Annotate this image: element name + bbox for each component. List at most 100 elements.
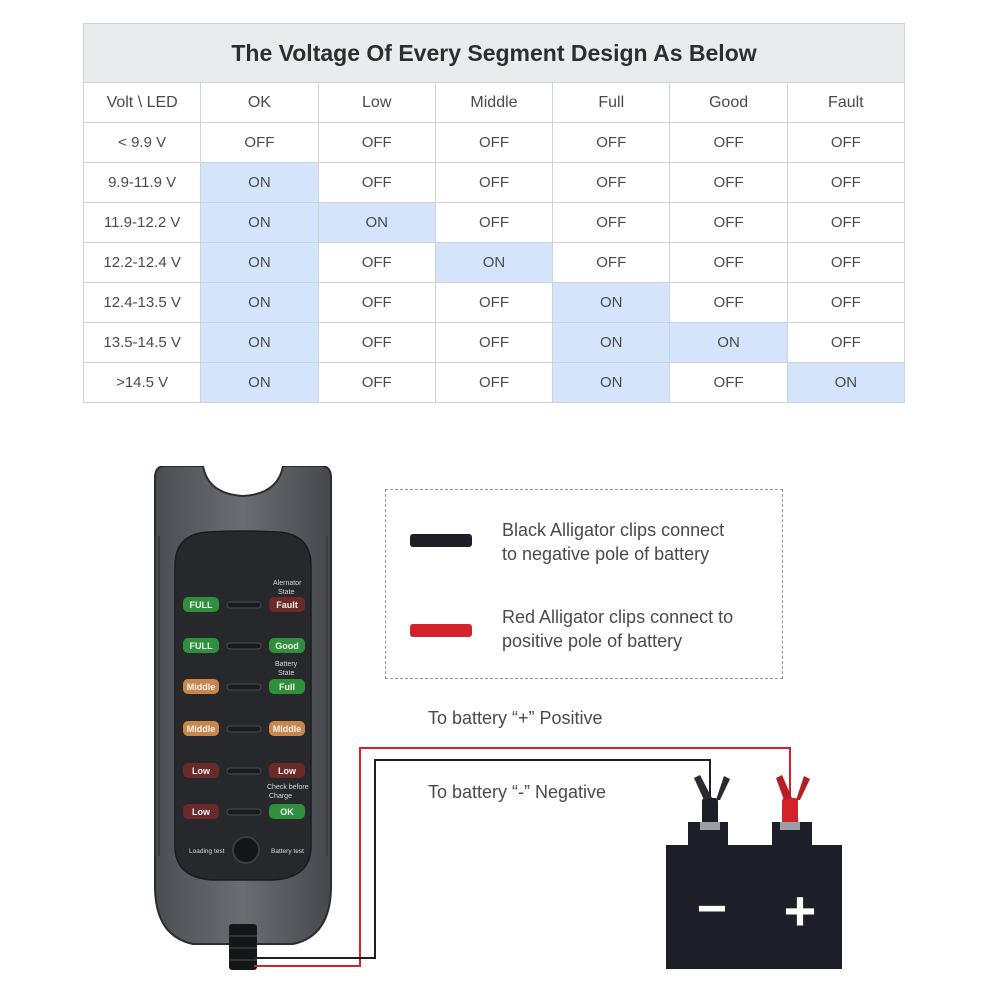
alternator-state-label-1: Alernator <box>273 580 302 587</box>
led-right-label: Fault <box>276 600 298 610</box>
led-state-cell: OFF <box>317 322 436 363</box>
led-state-cell: OFF <box>786 282 906 323</box>
led-slot <box>226 642 262 650</box>
negative-wire-label: To battery “-” Negative <box>428 782 607 802</box>
column-header-low: Low <box>317 82 436 123</box>
led-state-cell: OFF <box>669 162 788 203</box>
led-state-cell: ON <box>552 282 671 323</box>
black-clip-swatch <box>410 534 472 547</box>
red-clip-text-line-2: positive pole of battery <box>502 631 683 651</box>
led-left-label: FULL <box>190 600 213 610</box>
led-state-cell: OFF <box>317 162 436 203</box>
led-state-cell: ON <box>434 242 554 283</box>
alternator-state-label-2: State <box>278 589 294 596</box>
side-grip-left <box>158 536 328 856</box>
led-right-label: Good <box>275 641 299 651</box>
led-state-cell: ON <box>200 282 319 323</box>
battery-state-label-2: State <box>278 670 294 677</box>
black-wire <box>254 759 711 959</box>
led-state-cell: ON <box>669 322 788 363</box>
led-slot <box>226 683 262 691</box>
cable-strain-relief <box>229 924 257 970</box>
led-state-cell: OFF <box>552 162 671 203</box>
led-state-cell: OFF <box>434 162 554 203</box>
led-state-cell: ON <box>552 322 671 363</box>
led-state-cell: OFF <box>669 242 788 283</box>
led-left-3 <box>183 721 219 736</box>
led-left-1 <box>183 638 219 653</box>
led-state-cell: OFF <box>200 122 319 163</box>
voltage-range-cell: 11.9-12.2 V <box>82 202 202 243</box>
led-state-cell: OFF <box>786 322 906 363</box>
led-right-1 <box>269 638 305 653</box>
led-slot <box>226 808 262 816</box>
red-clip-description: Red Alligator clips connect to positive … <box>502 605 772 653</box>
led-state-cell: ON <box>552 362 671 403</box>
led-left-label: Low <box>192 766 211 776</box>
voltage-range-cell: 12.2-12.4 V <box>82 242 202 283</box>
loading-test-label: Loading test <box>189 848 225 855</box>
led-state-cell: OFF <box>786 202 906 243</box>
led-state-cell: OFF <box>434 362 554 403</box>
led-right-label: Full <box>279 682 295 692</box>
voltage-range-cell: < 9.9 V <box>82 122 202 163</box>
led-right-label: OK <box>280 807 294 817</box>
led-slot <box>226 725 262 733</box>
led-state-cell: OFF <box>317 242 436 283</box>
led-right-0 <box>269 597 305 612</box>
led-state-cell: OFF <box>786 162 906 203</box>
led-state-cell: OFF <box>552 242 671 283</box>
column-header-good: Good <box>669 82 788 123</box>
check-before-charge-label-1: Check before <box>267 784 309 791</box>
positive-wire-label: To battery “+” Positive <box>428 708 603 728</box>
led-right-label: Low <box>278 766 297 776</box>
led-state-cell: ON <box>200 242 319 283</box>
red-alligator-clip <box>776 775 810 830</box>
test-button[interactable] <box>232 836 260 864</box>
black-clip-text-line-2: to negative pole of battery <box>502 544 710 564</box>
black-alligator-clip <box>694 775 730 830</box>
black-clip-description: Black Alligator clips connect to negativ… <box>502 518 772 566</box>
led-right-label: Middle <box>273 724 302 734</box>
led-right-3 <box>269 721 305 736</box>
led-state-cell: OFF <box>317 122 436 163</box>
red-clip-text-line-1: Red Alligator clips connect to <box>502 607 734 627</box>
led-state-cell: ON <box>200 202 319 243</box>
voltage-range-cell: >14.5 V <box>82 362 202 403</box>
red-clip-swatch <box>410 624 472 637</box>
battery-state-label-1: Battery <box>275 661 298 668</box>
led-state-cell: ON <box>200 322 319 363</box>
led-state-cell: ON <box>786 362 906 403</box>
led-state-cell: OFF <box>669 122 788 163</box>
led-left-2 <box>183 679 219 694</box>
led-slot <box>226 601 262 609</box>
check-before-charge-label-2: Charge <box>269 793 292 800</box>
led-left-0 <box>183 597 219 612</box>
led-slot <box>226 767 262 775</box>
led-state-cell: OFF <box>317 362 436 403</box>
battery-plus-sign: + <box>784 879 817 942</box>
led-right-5 <box>269 804 305 819</box>
led-state-cell: ON <box>200 362 319 403</box>
led-state-cell: OFF <box>434 202 554 243</box>
voltage-range-cell: 12.4-13.5 V <box>82 282 202 323</box>
table-title: The Voltage Of Every Segment Design As B… <box>83 23 905 83</box>
battery-minus-sign: − <box>697 880 727 938</box>
black-clip-text-line-1: Black Alligator clips connect <box>502 520 725 540</box>
led-state-cell: OFF <box>434 322 554 363</box>
led-left-label: Low <box>192 807 211 817</box>
led-left-label: FULL <box>190 641 213 651</box>
led-left-label: Middle <box>187 682 216 692</box>
led-right-4 <box>269 763 305 778</box>
led-left-5 <box>183 804 219 819</box>
clip-legend: Black Alligator clips connect to negativ… <box>385 489 783 679</box>
led-indicators: FULLFULLMiddleMiddleLowLowFaultGoodFullM… <box>183 597 305 819</box>
